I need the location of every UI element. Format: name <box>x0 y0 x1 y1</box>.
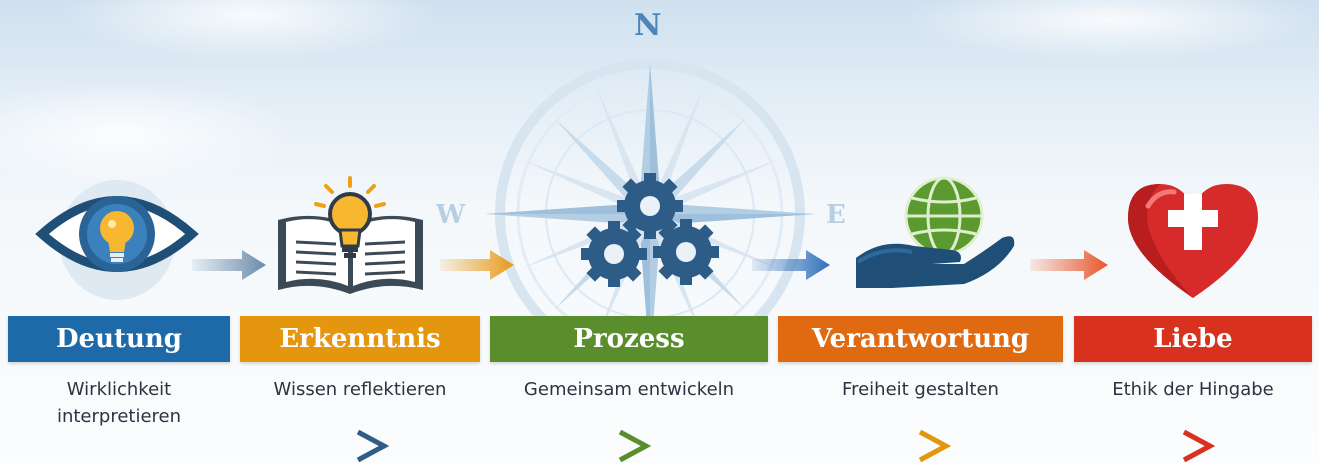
flow-arrow <box>440 250 514 280</box>
book-lightbulb-icon <box>278 176 423 294</box>
step-subtitle-verantwortung: Freiheit gestalten <box>778 376 1063 403</box>
subtitle-line: Gemeinsam entwickeln <box>523 379 735 400</box>
cloud-decoration <box>0 80 300 190</box>
step-subtitle-liebe: Ethik der Hingabe <box>1074 376 1312 403</box>
step-title-erkenntnis: Erkenntnis <box>240 316 480 362</box>
heart-cross-icon <box>1128 184 1258 298</box>
step-subtitle-prozess: Gemeinsam entwickeln <box>490 376 768 403</box>
hand-globe-icon <box>856 176 1015 288</box>
compass-north-label: N <box>634 8 662 43</box>
subtitle-line: interpretieren <box>56 406 182 427</box>
step-subtitle-erkenntnis: Wissen reflektieren <box>240 376 480 403</box>
flow-arrow <box>192 250 266 280</box>
cloud-decoration <box>60 0 440 60</box>
step-title-deutung: Deutung <box>8 316 230 362</box>
compass-west-label: W <box>436 200 466 230</box>
compass-east-label: E <box>826 200 846 230</box>
gears-icon <box>581 173 719 287</box>
flow-arrow <box>752 250 830 280</box>
step-subtitle-deutung: Wirklichkeit interpretieren <box>8 376 230 430</box>
eye-lightbulb-icon <box>35 180 199 300</box>
flow-arrow <box>1030 250 1108 280</box>
subtitle-line: Ethik der Hingabe <box>1112 379 1274 400</box>
subtitle-line: Wissen reflektieren <box>273 379 447 400</box>
cloud-decoration <box>900 0 1319 60</box>
subtitle-line: Freiheit gestalten <box>842 379 999 400</box>
step-title-liebe: Liebe <box>1074 316 1312 362</box>
step-title-verantwortung: Verantwortung <box>778 316 1063 362</box>
step-title-prozess: Prozess <box>490 316 768 362</box>
timeline-arrow <box>90 429 1216 463</box>
subtitle-line: Wirklichkeit <box>66 379 172 400</box>
